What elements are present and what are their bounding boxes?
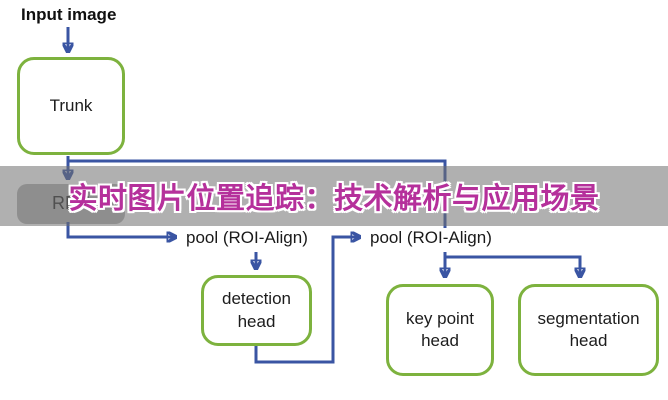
input-image-label: Input image <box>21 5 117 24</box>
roi-align-pool-1-label: pool (ROI-Align) <box>186 228 308 247</box>
trunk-node-label: Trunk <box>49 95 93 115</box>
keypoint-head-node: key point head <box>386 284 494 376</box>
headline-text: 实时图片位置追踪：技术解析与应用场景 <box>68 183 600 215</box>
connector-pool2-to-segmentation-head <box>445 255 580 275</box>
detection-head-node: detection head <box>201 275 312 346</box>
segmentation-head-label: segmentation head <box>537 308 640 350</box>
roi-align-pool-2-label: pool (ROI-Align) <box>370 228 492 247</box>
headline-overlay: 实时图片位置追踪：技术解析与应用场景 <box>0 166 668 226</box>
keypoint-head-label: key point head <box>405 308 475 350</box>
detection-head-label: detection head <box>222 289 291 331</box>
trunk-node: Trunk <box>17 57 125 155</box>
segmentation-head-node: segmentation head <box>518 284 659 376</box>
